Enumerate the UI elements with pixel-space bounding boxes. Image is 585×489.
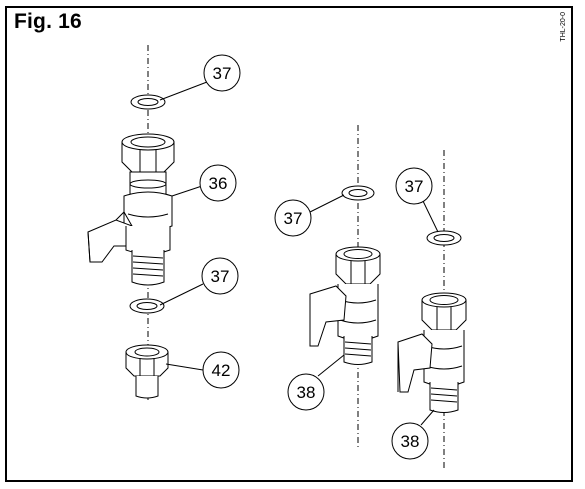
leader-line <box>165 363 204 371</box>
svg-text:42: 42 <box>212 361 231 380</box>
callout-37-middle-left: 37 <box>201 257 239 295</box>
callout-37-middle: 37 <box>274 199 312 237</box>
washer-middle <box>341 185 375 201</box>
valve-38-middle <box>309 246 381 365</box>
leader-line <box>159 283 204 306</box>
valve-38-right <box>397 292 467 413</box>
washer-right <box>426 230 462 246</box>
leader-line <box>159 81 208 101</box>
callout-38-right: 38 <box>391 422 429 460</box>
fitting-42 <box>125 344 169 399</box>
leader-line <box>420 409 435 426</box>
svg-text:37: 37 <box>284 209 303 228</box>
leader-line <box>171 185 203 197</box>
valve-36 <box>87 133 175 286</box>
callout-36: 36 <box>199 164 237 202</box>
washer-top-left <box>130 94 166 110</box>
leader-line <box>309 194 345 213</box>
washer-middle-left <box>129 298 165 314</box>
callout-42: 42 <box>202 351 240 389</box>
svg-text:38: 38 <box>401 432 420 451</box>
leader-line <box>317 354 345 377</box>
callout-37-top-left: 37 <box>203 54 241 92</box>
svg-text:38: 38 <box>297 383 316 402</box>
leader-line <box>422 200 439 233</box>
svg-text:37: 37 <box>405 177 424 196</box>
callout-37-right: 37 <box>395 167 433 205</box>
figure-title: Fig. 16 <box>14 10 82 33</box>
svg-text:37: 37 <box>213 64 232 83</box>
svg-text:36: 36 <box>209 174 228 193</box>
callout-38-middle: 38 <box>287 373 325 411</box>
svg-text:37: 37 <box>211 267 230 286</box>
